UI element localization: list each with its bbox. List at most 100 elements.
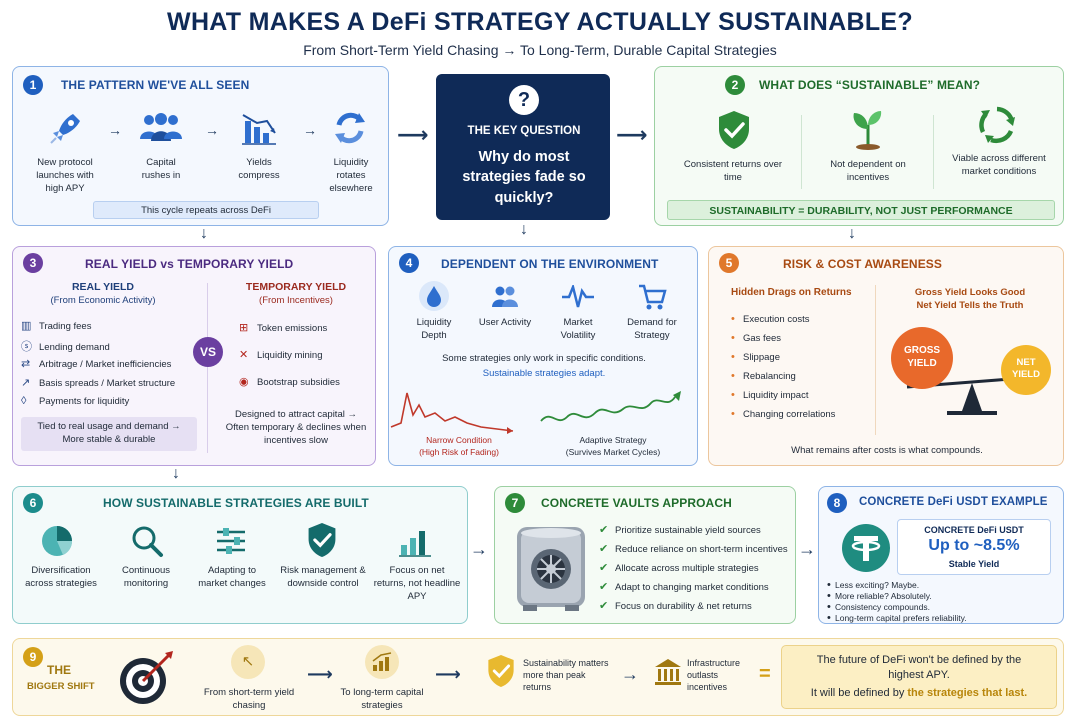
bullet-icon: • bbox=[827, 612, 831, 624]
bullet-icon: • bbox=[731, 389, 735, 401]
question-mark-icon: ? bbox=[509, 85, 539, 115]
bank-icon bbox=[655, 659, 681, 685]
panel-title: CONCRETE DeFi USDT EXAMPLE bbox=[859, 496, 1048, 508]
bullet-icon: • bbox=[827, 590, 831, 602]
key-question-text: Why do most strategies fade so quickly? bbox=[462, 149, 586, 206]
check-circle-icon: ✔ bbox=[599, 524, 609, 536]
panel-title: THE PATTERN WE'VE ALL SEEN bbox=[61, 78, 250, 92]
vault-icon bbox=[517, 527, 585, 611]
sliders-icon bbox=[217, 528, 245, 554]
panel-title: HOW SUSTAINABLE STRATEGIES ARE BUILT bbox=[103, 496, 369, 510]
real-item: ◊Payments for liquidity bbox=[21, 395, 130, 407]
shield-check-icon bbox=[719, 111, 749, 149]
real-item: ⇄Arbitrage / Market inefficiencies bbox=[21, 358, 172, 370]
key-question-box: ? THE KEY QUESTION Why do most strategie… bbox=[436, 74, 610, 220]
adaptive-strategy-chart bbox=[540, 391, 681, 422]
panel-number: 3 bbox=[23, 253, 43, 273]
built-risk: Risk management & downside control bbox=[280, 565, 366, 589]
trend-icon: ↗ bbox=[21, 377, 31, 389]
bullet-icon: • bbox=[827, 601, 831, 613]
shield-check-icon bbox=[308, 523, 336, 557]
gross-yield-circle bbox=[891, 327, 953, 389]
drag-item: •Execution costs bbox=[731, 313, 810, 325]
tether-icon bbox=[842, 524, 890, 572]
panel-title: RISK & COST AWARENESS bbox=[783, 257, 943, 271]
panel-number: 9 bbox=[23, 647, 43, 667]
temp-item: ⊞Token emissions bbox=[239, 322, 328, 334]
conclusion-lead: It will be defined by bbox=[810, 687, 905, 699]
conclusion-accent: the strategies that last. bbox=[907, 687, 1028, 699]
vault-item: ✔Focus on durability & net returns bbox=[599, 600, 752, 612]
usdt-bullet: •More reliable? Absolutely. bbox=[827, 590, 932, 602]
bullet-icon: • bbox=[731, 351, 735, 363]
usdt-card bbox=[897, 519, 1051, 575]
panel-number: 7 bbox=[505, 493, 525, 513]
arrow-right-icon: ⟶ bbox=[616, 122, 648, 147]
narrow-sub: (High Risk of Fading) bbox=[419, 447, 499, 457]
temp-yield-note: Designed to attract capital → Often temp… bbox=[225, 409, 367, 446]
built-net-returns: Focus on net returns, not headline APY bbox=[373, 565, 461, 602]
sustainability-banner: SUSTAINABILITY = DURABILITY, NOT JUST PE… bbox=[667, 200, 1055, 220]
adaptive-sub: (Survives Market Cycles) bbox=[565, 447, 661, 457]
step-yields-compress: Yields compress bbox=[238, 157, 280, 181]
env-liquidity: Liquidity Depth bbox=[416, 317, 452, 341]
bullet-icon: • bbox=[827, 579, 831, 591]
arrow-down-icon: ↓ bbox=[848, 225, 856, 242]
env-volatility: Market Volatility bbox=[560, 317, 596, 341]
shield-check-icon bbox=[488, 655, 514, 687]
panel-sustainable-meaning: 2 WHAT DOES “SUSTAINABLE” MEAN? Consiste… bbox=[654, 66, 1064, 226]
net-yield-circle bbox=[1001, 345, 1051, 395]
panel-pattern: 1 THE PATTERN WE'VE ALL SEEN New protoco… bbox=[12, 66, 389, 226]
panel-number: 1 bbox=[23, 75, 43, 95]
env-note: Some strategies only work in specific co… bbox=[442, 353, 646, 364]
usdt-bullet: •Consistency compounds. bbox=[827, 601, 930, 613]
built-adapting: Adapting to market changes bbox=[198, 565, 266, 589]
cursor-click-icon: ↖ bbox=[231, 645, 265, 679]
vault-item: ✔Adapt to changing market conditions bbox=[599, 581, 769, 593]
bullet-icon: • bbox=[731, 370, 735, 382]
panel-number: 2 bbox=[725, 75, 745, 95]
panel-number: 6 bbox=[23, 493, 43, 513]
built-monitoring: Continuous monitoring bbox=[121, 565, 171, 589]
swap-icon: ⇄ bbox=[21, 358, 31, 370]
sprout-icon bbox=[853, 111, 882, 150]
check-circle-icon: ✔ bbox=[599, 562, 609, 574]
bullet-icon: • bbox=[731, 332, 735, 344]
panel-concrete-vaults: 7 CONCRETE VAULTS APPROACH ✔Prioritize s… bbox=[494, 486, 796, 624]
panel-number: 5 bbox=[719, 253, 739, 273]
vault-item: ✔Prioritize sustainable yield sources bbox=[599, 524, 761, 536]
coins-icon: ◉ bbox=[239, 376, 249, 388]
check-circle-icon: ✔ bbox=[599, 581, 609, 593]
shift-sustainability: Sustainability matters more than peak re… bbox=[523, 658, 609, 693]
arrow-right-icon: ⟶ bbox=[397, 122, 429, 147]
arrow-down-icon: ↓ bbox=[520, 221, 528, 238]
bullet-icon: • bbox=[731, 313, 735, 325]
vault-item: ✔Reduce reliance on short-term incentive… bbox=[599, 543, 788, 555]
pickaxe-icon: ✕ bbox=[239, 349, 249, 361]
conclusion-box bbox=[781, 645, 1057, 709]
built-diversification: Diversification across strategies bbox=[25, 565, 97, 589]
real-yield-sub: (From Economic Activity) bbox=[50, 295, 156, 306]
dollar-icon: ⓢ bbox=[21, 341, 32, 353]
env-demand: Demand for Strategy bbox=[627, 317, 677, 341]
drag-item: •Liquidity impact bbox=[731, 389, 809, 401]
conclusion-line-1: The future of DeFi won't be defined by t… bbox=[816, 654, 1022, 681]
divider bbox=[875, 285, 876, 435]
usdt-bullet: •Less exciting? Maybe. bbox=[827, 579, 920, 591]
conclusion-line-2: It will be defined by the strategies tha… bbox=[781, 687, 1057, 699]
arrow-down-icon: ↓ bbox=[172, 465, 180, 482]
panel-number: 4 bbox=[399, 253, 419, 273]
real-item: ↗Basis spreads / Market structure bbox=[21, 377, 176, 389]
rocket-icon bbox=[50, 114, 80, 144]
usdt-bullet: •Long-term capital prefers reliability. bbox=[827, 612, 967, 624]
page-subtitle: From Short-Term Yield Chasing → To Long-… bbox=[303, 42, 777, 58]
vs-badge: VS bbox=[193, 337, 223, 367]
shift-from-short: From short-term yield chasing bbox=[203, 687, 295, 711]
panel-usdt-example: 8 CONCRETE DeFi USDT EXAMPLE CONCRETE De… bbox=[818, 486, 1064, 624]
check-circle-icon: ✔ bbox=[599, 600, 609, 612]
pie-chart-icon bbox=[42, 526, 73, 556]
panel-title: CONCRETE VAULTS APPROACH bbox=[541, 496, 732, 510]
panel-bigger-shift: 9 THE BIGGER SHIFT ↖ From short-term yie… bbox=[12, 638, 1064, 716]
rotate-icon bbox=[335, 112, 365, 144]
falling-chart-icon bbox=[242, 114, 276, 145]
